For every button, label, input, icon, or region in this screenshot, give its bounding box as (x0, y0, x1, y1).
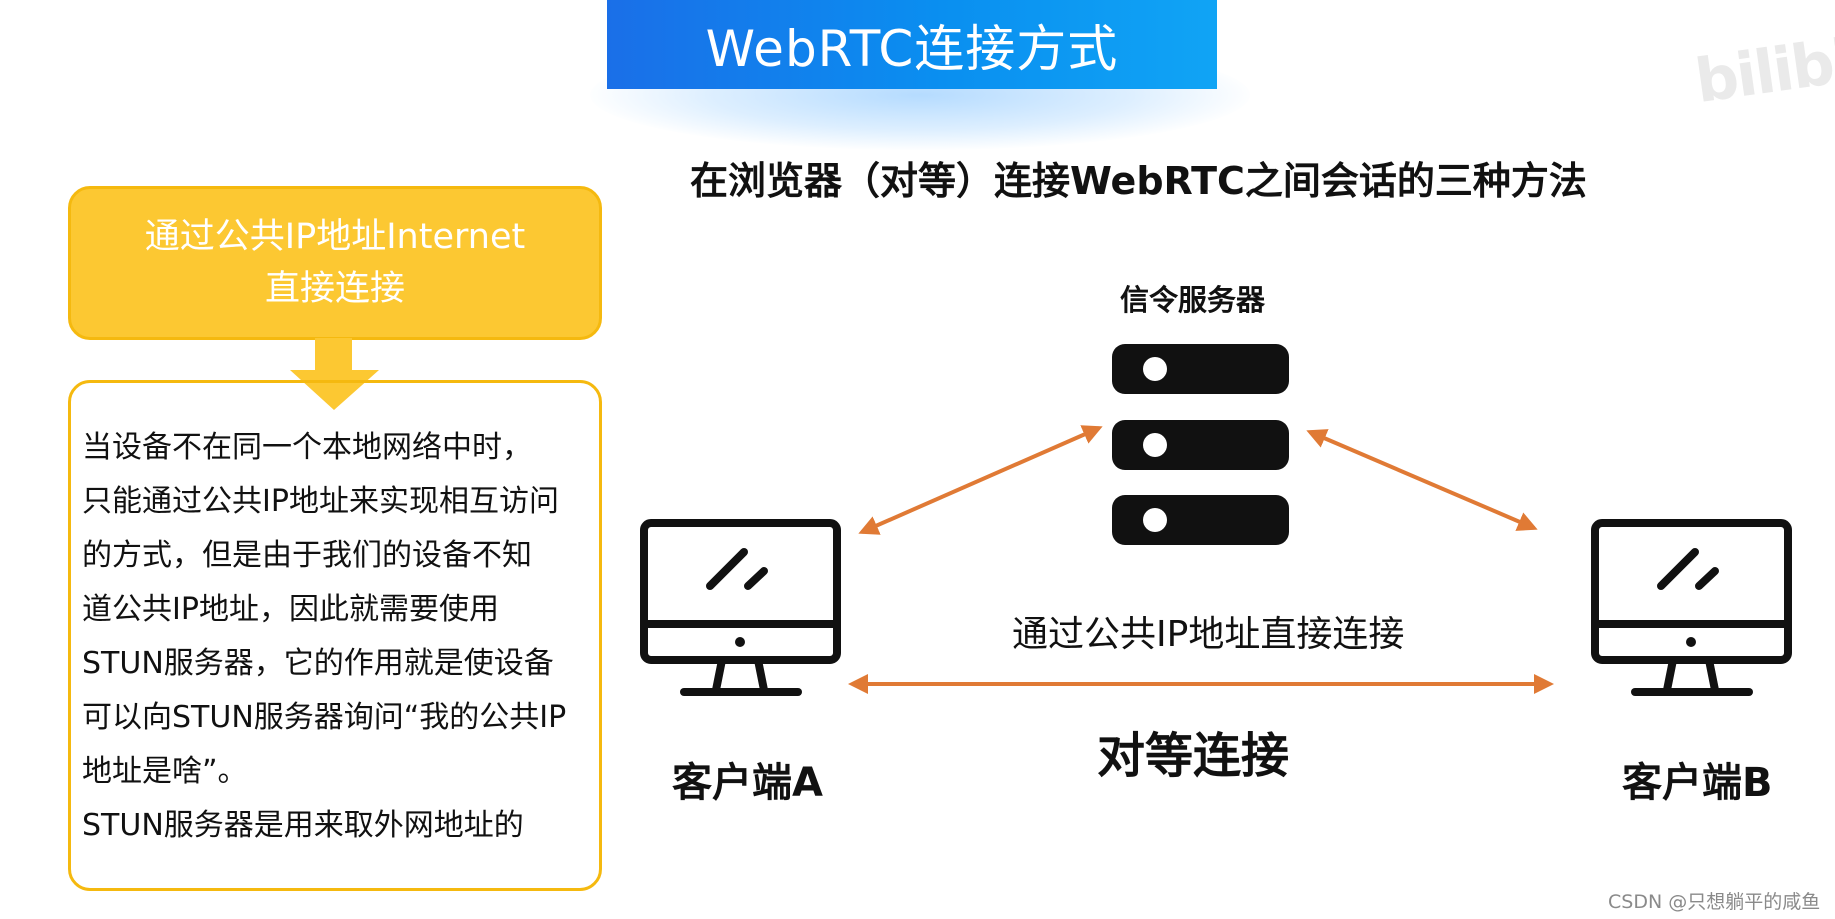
client-a-label: 客户端A (672, 760, 823, 806)
server-icon (1112, 344, 1289, 545)
explanation-line: 当设备不在同一个本地网络中时， (82, 430, 532, 465)
explanation-box: 当设备不在同一个本地网络中时， 只能通过公共IP地址来实现相互访问 的方式，但是… (68, 380, 602, 891)
direct-connection-label: 通过公共IP地址直接连接 (1012, 614, 1405, 655)
explanation-line: 的方式，但是由于我们的设备不知 (82, 538, 532, 573)
arrow-server-to-client-b (1306, 429, 1538, 531)
diagram-subtitle: 在浏览器（对等）连接WebRTC之间会话的三种方法 (690, 159, 1587, 203)
explanation-line: STUN服务器是用来取外网地址的 (82, 808, 524, 843)
client-b-label: 客户端B (1622, 760, 1773, 806)
arrow-client-a-to-server (858, 425, 1103, 535)
computer-icon-client-b (1591, 519, 1792, 696)
page-title: WebRTC连接方式 (705, 19, 1119, 78)
computer-icon-client-a (640, 519, 841, 696)
down-arrow-icon (290, 338, 379, 410)
explanation-line: STUN服务器，它的作用就是使设备 (82, 646, 554, 681)
method-box-line1: 通过公共IP地址Internet (144, 217, 526, 257)
explanation-line: 地址是啥”。 (82, 754, 248, 789)
method-box: 通过公共IP地址Internet 直接连接 (68, 186, 602, 340)
explanation-line: 道公共IP地址，因此就需要使用 (82, 592, 499, 627)
explanation-line: 可以向STUN服务器询问“我的公共IP (82, 700, 567, 735)
peer-connection-label: 对等连接 (1097, 728, 1290, 784)
title-banner: WebRTC连接方式 (607, 0, 1217, 89)
explanation-line: 只能通过公共IP地址来实现相互访问 (82, 484, 559, 519)
signaling-server-label: 信令服务器 (1120, 283, 1266, 317)
method-box-line2: 直接连接 (264, 269, 405, 309)
csdn-watermark: CSDN @只想躺平的咸鱼 (1608, 891, 1821, 913)
